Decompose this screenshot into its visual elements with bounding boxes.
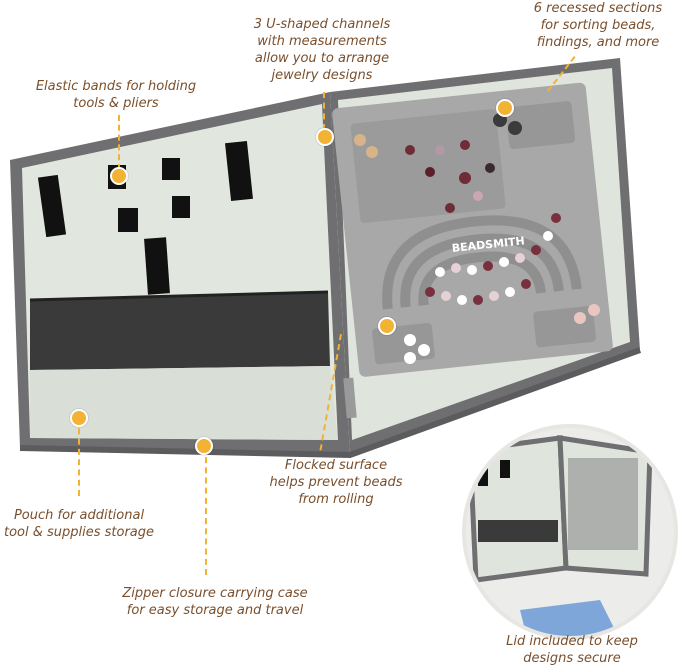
- marker-elastic: [110, 167, 128, 185]
- zipper-pull: [343, 377, 357, 419]
- callout-recessed-line-2: for sorting beads,: [540, 18, 656, 33]
- callout-pouch: Pouch for additional tool & supplies sto…: [0, 507, 158, 541]
- bead-board: BEADSMITH: [332, 82, 613, 377]
- callout-lid-line-2: designs secure: [523, 651, 621, 666]
- callout-u-channels-line-4: jewelry designs: [271, 68, 373, 83]
- leader-u-channels: [323, 92, 325, 130]
- leader-elastic: [118, 115, 120, 170]
- callout-zipper-line-1: Zipper closure carrying case: [122, 586, 308, 601]
- callout-zipper-line-2: for easy storage and travel: [126, 603, 304, 618]
- callout-flocked-line-2: helps prevent beads: [269, 475, 403, 490]
- callout-recessed: 6 recessed sections for sorting beads, f…: [520, 0, 676, 51]
- callout-lid: Lid included to keep designs secure: [482, 633, 662, 667]
- callout-elastic-line-2: tools & pliers: [73, 96, 159, 111]
- marker-zipper: [195, 437, 213, 455]
- marker-recessed: [496, 99, 514, 117]
- marker-u-channels: [316, 128, 334, 146]
- callout-flocked-line-3: from rolling: [298, 492, 374, 507]
- pouch-fabric: [30, 366, 338, 440]
- callout-elastic-line-1: Elastic bands for holding: [35, 79, 197, 94]
- callout-flocked: Flocked surface helps prevent beads from…: [258, 457, 414, 508]
- beads: [354, 113, 600, 364]
- callout-u-channels-line-2: with measurements: [257, 34, 387, 49]
- marker-flocked: [378, 317, 396, 335]
- mesh-pouch: [29, 290, 330, 370]
- callout-pouch-line-2: tool & supplies storage: [3, 525, 155, 540]
- zipper-binding: [19, 347, 642, 459]
- callout-flocked-line-1: Flocked surface: [284, 458, 388, 473]
- callout-elastic: Elastic bands for holding tools & pliers: [16, 78, 216, 112]
- callout-lid-line-1: Lid included to keep: [506, 634, 638, 649]
- callout-pouch-line-1: Pouch for additional: [13, 508, 145, 523]
- lid-inset-photo: [462, 424, 678, 640]
- callout-recessed-line-3: findings, and more: [536, 35, 660, 50]
- callout-u-channels-line-1: 3 U-shaped channels: [253, 17, 391, 32]
- callout-u-channels-line-3: allow you to arrange: [254, 51, 390, 66]
- callout-zipper: Zipper closure carrying case for easy st…: [112, 585, 318, 619]
- leader-pouch: [78, 418, 80, 496]
- marker-pouch: [70, 409, 88, 427]
- leader-zipper: [205, 447, 207, 575]
- callout-recessed-line-1: 6 recessed sections: [533, 1, 663, 16]
- callout-u-channels: 3 U-shaped channels with measurements al…: [236, 16, 408, 84]
